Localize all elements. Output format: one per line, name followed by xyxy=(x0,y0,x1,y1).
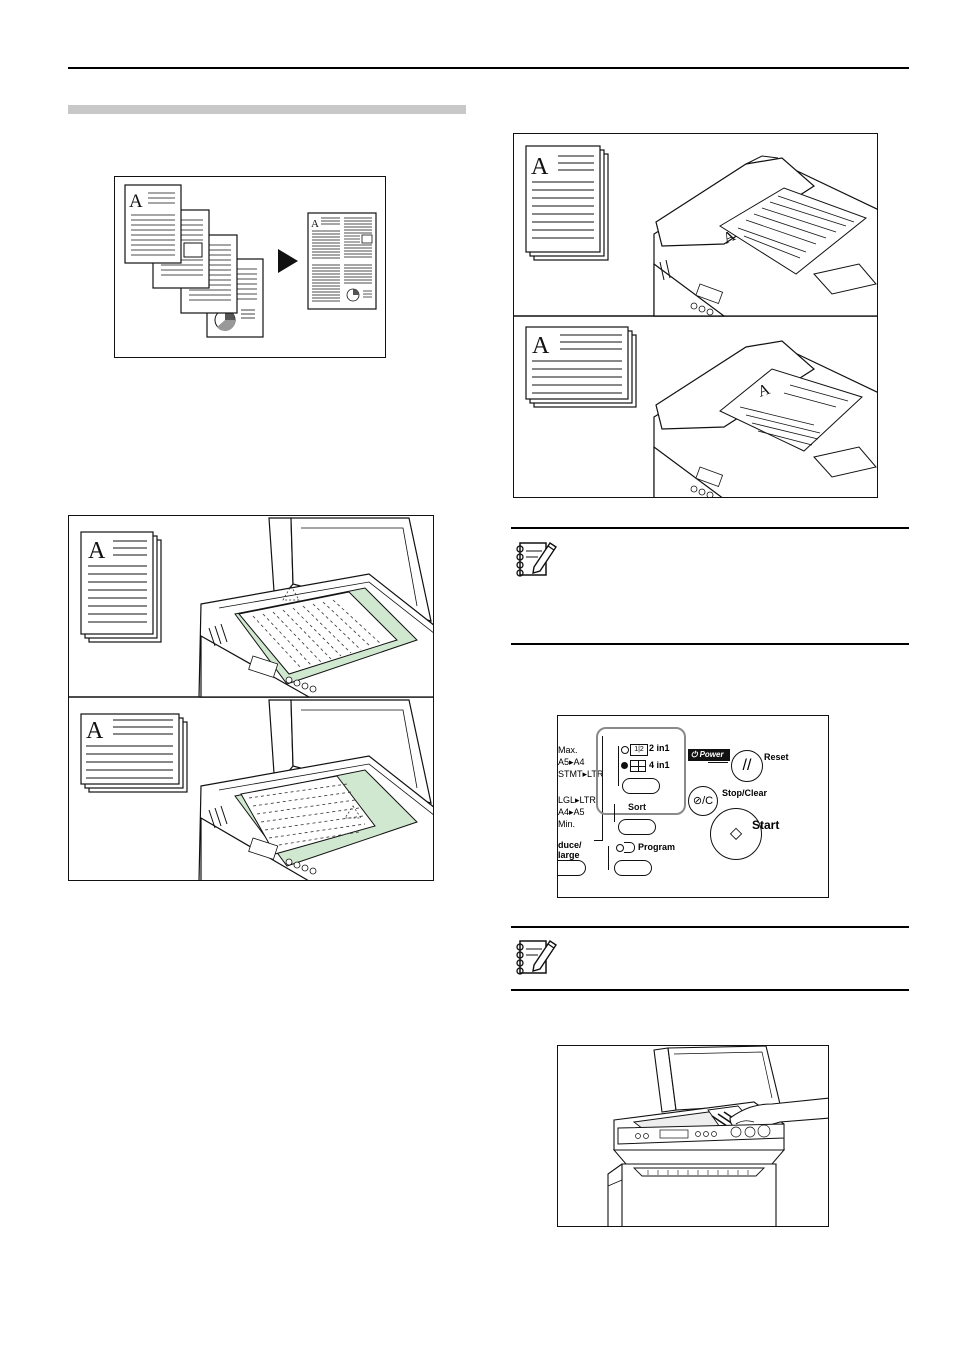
reset-icon: // xyxy=(742,757,752,774)
combine-key-highlight xyxy=(596,727,686,815)
program-label: Program xyxy=(638,842,676,852)
svg-text:A: A xyxy=(311,218,319,230)
power-icon: ⏻ xyxy=(691,750,698,759)
reset-button[interactable]: // xyxy=(731,750,763,782)
size-label-a5-a4: A5▸A4 xyxy=(558,757,585,767)
2in1-icon: 1|2 xyxy=(630,744,648,756)
sort-label: Sort xyxy=(628,802,646,812)
platen-placement-illustration: A xyxy=(68,515,434,881)
start-icon: ◇ xyxy=(729,825,743,842)
feeder-doc-letter: A xyxy=(531,154,549,180)
size-label-max: Max. xyxy=(558,745,578,755)
reduce-enlarge-key[interactable] xyxy=(558,860,586,876)
svg-text:A: A xyxy=(532,333,550,359)
stop-clear-button[interactable]: ⊘/C xyxy=(688,786,718,816)
combine-key[interactable] xyxy=(622,778,660,794)
sort-key[interactable] xyxy=(618,819,656,835)
size-label-lgl-ltr: LGL▸LTR xyxy=(558,795,596,805)
note-rule-bottom-1 xyxy=(511,643,909,645)
section-heading-bar xyxy=(68,105,466,114)
svg-text:A: A xyxy=(86,718,104,744)
4in1-label: 4 in1 xyxy=(649,760,670,770)
control-panel-illustration: Max. A5▸A4 STMT▸LTR LGL▸LTR A4▸A5 Min. d… xyxy=(557,715,829,898)
place-original-illustration xyxy=(557,1045,829,1227)
combine-doc-letter: A xyxy=(129,191,143,212)
reduce-label: duce/ xyxy=(558,840,582,850)
4in1-icon xyxy=(630,760,646,772)
start-button[interactable]: ◇ xyxy=(710,808,762,860)
platen-doc-letter: A xyxy=(88,538,106,564)
power-badge: ⏻ Power xyxy=(688,749,730,761)
note-rule-top-2 xyxy=(511,926,909,928)
size-label-stmt-ltr: STMT▸LTR xyxy=(558,769,604,779)
enlarge-label: large xyxy=(558,850,580,860)
note-icon xyxy=(512,537,558,583)
combine-illustration: A A xyxy=(114,176,386,358)
reset-label: Reset xyxy=(764,752,789,762)
note-rule-bottom-2 xyxy=(511,989,909,991)
size-label-min: Min. xyxy=(558,819,576,829)
program-key[interactable] xyxy=(614,860,652,876)
note-rule-top-1 xyxy=(511,527,909,529)
power-label: Power xyxy=(699,750,724,759)
stop-clear-label: Stop/Clear xyxy=(722,788,768,798)
size-label-a4-a5: A4▸A5 xyxy=(558,807,585,817)
stop-clear-icon: ⊘/C xyxy=(692,795,714,807)
feeder-placement-illustration: A A xyxy=(513,133,878,498)
header-rule xyxy=(68,67,909,69)
note-icon xyxy=(512,935,558,981)
2in1-label: 2 in1 xyxy=(649,743,670,753)
